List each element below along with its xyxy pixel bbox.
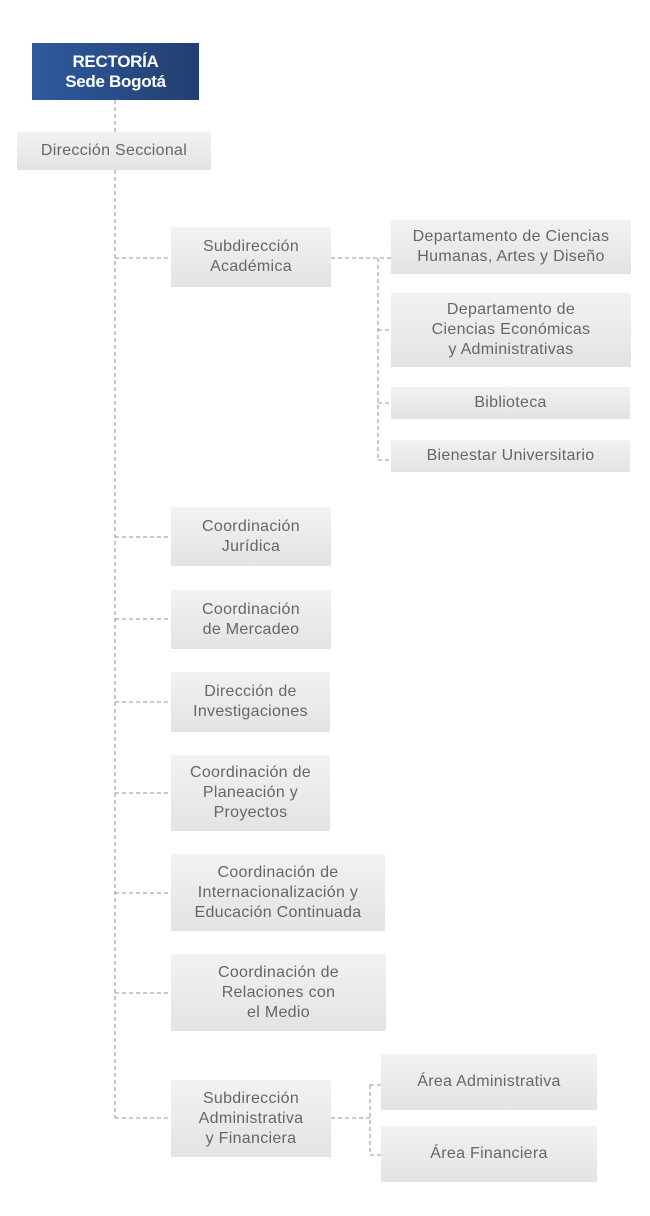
coordinacion-planeacion-box: Coordinación de Planeación y Proyectos (171, 755, 330, 831)
rectoria-title: RECTORÍA (72, 51, 159, 71)
dept-humanas-box: Departamento de Ciencias Humanas, Artes … (391, 220, 631, 274)
subdireccion-academica-box: Subdirección Académica (171, 227, 331, 287)
direccion-investigaciones-box: Dirección de Investigaciones (171, 672, 330, 732)
area-administrativa-box: Área Administrativa (381, 1054, 597, 1110)
rectoria-box: RECTORÍA Sede Bogotá (32, 43, 199, 100)
rectoria-subtitle: Sede Bogotá (65, 71, 166, 91)
coordinacion-internacionalizacion-box: Coordinación de Internacionalización y E… (171, 854, 385, 931)
coordinacion-mercadeo-box: Coordinación de Mercadeo (171, 590, 331, 649)
area-financiera-box: Área Financiera (381, 1126, 597, 1182)
direccion-seccional-box: Dirección Seccional (17, 132, 211, 170)
coordinacion-juridica-box: Coordinación Jurídica (171, 507, 331, 566)
biblioteca-box: Biblioteca (391, 387, 630, 419)
coordinacion-relaciones-box: Coordinación de Relaciones con el Medio (171, 954, 386, 1031)
dept-economicas-box: Departamento de Ciencias Económicas y Ad… (391, 293, 631, 367)
subdireccion-administrativa-box: Subdirección Administrativa y Financiera (171, 1080, 331, 1157)
bienestar-box: Bienestar Universitario (391, 440, 630, 472)
